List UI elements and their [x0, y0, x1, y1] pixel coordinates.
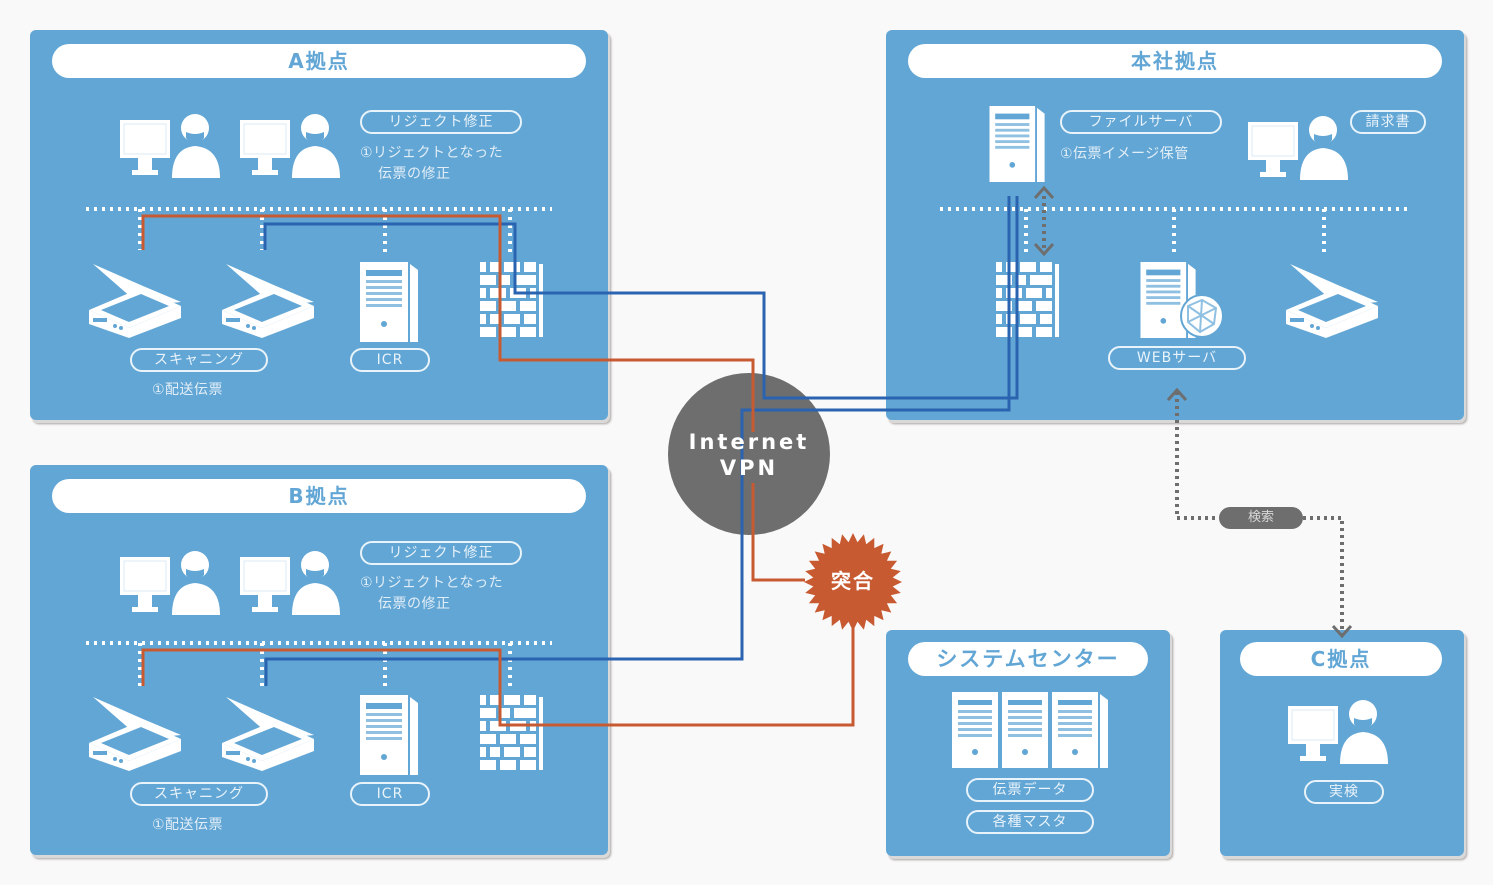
- reject-note: ①リジェクトとなった 伝票の修正: [360, 573, 503, 615]
- c-user-label: 実検: [1304, 780, 1384, 804]
- vpn-label-line2: VPN: [719, 456, 779, 480]
- web-server-label: WEBサーバ: [1108, 346, 1246, 370]
- firewall-icon: [996, 262, 1062, 338]
- file-server-note: ①伝票イメージ保管: [1060, 146, 1189, 162]
- scanner-icon: [1282, 258, 1382, 338]
- firewall-icon: [480, 262, 546, 338]
- site-c-title: C拠点: [1240, 642, 1442, 676]
- site-hq-panel: 本社拠点 ファイルサーバ ①伝票イメージ保管 請求書 WEBサーバ: [886, 30, 1464, 420]
- reject-note-line1: ①リジェクトとなった: [360, 145, 504, 161]
- icr-server-icon: [360, 262, 420, 342]
- master-data-label: 各種マスタ: [966, 810, 1094, 834]
- firewall-icon: [480, 695, 546, 771]
- scanning-label: スキャニング: [130, 782, 268, 806]
- reject-note-line2: 伝票の修正: [378, 166, 451, 182]
- user-pc-icon: [120, 110, 230, 180]
- system-center-title: システムセンター: [908, 642, 1148, 676]
- site-b-title: B拠点: [52, 479, 586, 513]
- scanning-note: ①配送伝票: [152, 817, 224, 833]
- search-label: 検索: [1219, 507, 1303, 529]
- starburst-shape: [804, 533, 902, 631]
- internet-vpn-label: Internet VPN: [668, 373, 830, 535]
- match-starburst-icon: [804, 533, 902, 631]
- scanner-icon: [218, 258, 318, 338]
- scanning-note: ①配送伝票: [152, 382, 224, 398]
- file-server-icon: [988, 106, 1048, 182]
- file-server-label: ファイルサーバ: [1060, 110, 1222, 134]
- invoice-label: 請求書: [1350, 110, 1426, 134]
- user-pc-icon: [1248, 112, 1358, 182]
- site-b-panel: B拠点 リジェクト修正 ①リジェクトとなった 伝票の修正 スキャニング ①配送伝…: [30, 465, 608, 855]
- vpn-label-line1: Internet: [688, 430, 810, 454]
- icr-label: ICR: [350, 348, 430, 372]
- reject-fix-label: リジェクト修正: [360, 541, 522, 565]
- site-hq-title: 本社拠点: [908, 44, 1442, 78]
- server-rack-icon: [952, 692, 1108, 768]
- user-pc-icon: [240, 547, 350, 617]
- site-a-panel: A拠点 リジェクト修正 ①リジェクトとなった 伝票の修正 スキャニング ①配送伝…: [30, 30, 608, 420]
- user-pc-icon: [120, 547, 230, 617]
- system-center-panel: システムセンター 伝票データ 各種マスタ: [886, 630, 1170, 856]
- scanner-icon: [85, 258, 185, 338]
- icr-server-icon: [360, 695, 420, 775]
- reject-note-line1: ①リジェクトとなった: [360, 575, 504, 591]
- user-pc-icon: [1288, 696, 1398, 766]
- match-label: 突合: [831, 569, 875, 593]
- slip-data-label: 伝票データ: [966, 778, 1094, 802]
- user-pc-icon: [240, 110, 350, 180]
- icr-label: ICR: [350, 782, 430, 806]
- globe-icon: [1180, 294, 1224, 338]
- reject-fix-label: リジェクト修正: [360, 110, 522, 134]
- reject-note-line2: 伝票の修正: [378, 596, 451, 612]
- reject-note: ①リジェクトとなった 伝票の修正: [360, 143, 503, 185]
- scanner-icon: [218, 691, 318, 771]
- scanning-label: スキャニング: [130, 348, 268, 372]
- scanner-icon: [85, 691, 185, 771]
- site-a-title: A拠点: [52, 44, 586, 78]
- site-c-panel: C拠点 実検: [1220, 630, 1464, 856]
